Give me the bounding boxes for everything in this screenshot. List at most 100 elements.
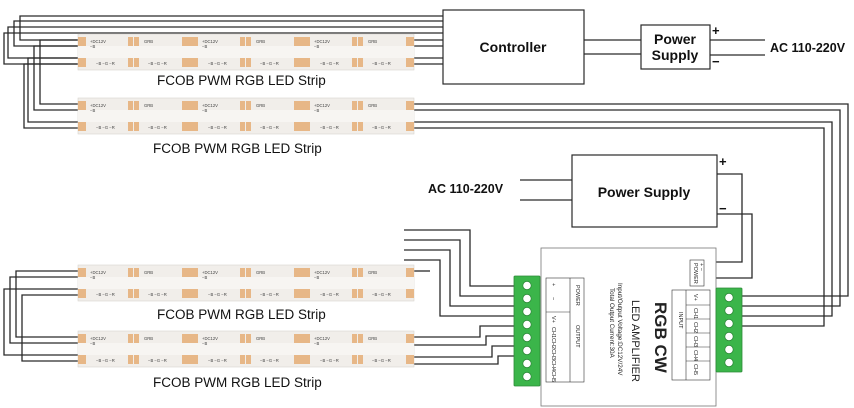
cut-pad bbox=[128, 334, 133, 343]
wire-s3-s4-a bbox=[15, 270, 78, 338]
strip-print-rgb: GRB bbox=[368, 103, 377, 108]
strip-print-gnd: −B bbox=[314, 44, 319, 49]
cut-pad bbox=[134, 37, 139, 46]
solder-pad bbox=[302, 58, 310, 67]
cut-pad bbox=[246, 334, 251, 343]
cut-pad bbox=[128, 122, 133, 131]
cut-pad bbox=[352, 37, 357, 46]
power-supply-mid: Power Supply + − bbox=[571, 154, 727, 228]
strip-print-pads: −B −G −R bbox=[96, 125, 115, 130]
strip-print-voltage: +DC12V bbox=[314, 270, 330, 275]
cut-pad bbox=[246, 268, 251, 277]
wire-s3-s4-b bbox=[9, 276, 78, 344]
solder-pad bbox=[406, 334, 414, 343]
solder-pad bbox=[182, 122, 190, 131]
amplifier-output-channel: CH4 bbox=[550, 360, 556, 371]
amplifier-input-channel: CH2 bbox=[692, 322, 698, 333]
cut-pad bbox=[128, 37, 133, 46]
amplifier-input-channel: V+ bbox=[692, 294, 698, 301]
screw-terminal bbox=[522, 319, 532, 330]
solder-pad bbox=[406, 355, 414, 364]
screw-terminal bbox=[522, 280, 532, 291]
amplifier-subtitle: LED AMPLIFIER bbox=[629, 300, 641, 382]
strip-print-gnd: −B bbox=[314, 275, 319, 280]
amplifier-power-table-symbol: − bbox=[550, 297, 556, 300]
solder-pad bbox=[182, 37, 190, 46]
screw-terminal bbox=[724, 305, 734, 316]
solder-pad bbox=[78, 268, 86, 277]
cut-pad bbox=[358, 334, 363, 343]
wire-s2-amp-3 bbox=[414, 121, 833, 317]
solder-pad bbox=[78, 289, 86, 298]
strip-print-pads: −B −G −R bbox=[208, 61, 227, 66]
strip-print-gnd: −B bbox=[202, 341, 207, 346]
strip-print-pads: −B −G −R bbox=[96, 61, 115, 66]
solder-pad bbox=[182, 58, 190, 67]
solder-pad bbox=[182, 268, 190, 277]
cut-pad bbox=[358, 122, 363, 131]
strip-print-rgb: GRB bbox=[144, 270, 153, 275]
solder-pad bbox=[182, 101, 190, 110]
screw-terminal bbox=[724, 344, 734, 355]
solder-pad bbox=[406, 289, 414, 298]
cut-pad bbox=[358, 58, 363, 67]
strip-print-pads: −B −G −R bbox=[148, 61, 167, 66]
strip-print-rgb: GRB bbox=[256, 270, 265, 275]
solder-pad bbox=[302, 101, 310, 110]
power-supply-top-plus: + bbox=[712, 23, 720, 38]
strip-print-pads: −B −G −R bbox=[148, 125, 167, 130]
strip-print-pads: −B −G −R bbox=[372, 61, 391, 66]
solder-pad bbox=[294, 37, 302, 46]
solder-pad bbox=[406, 122, 414, 131]
strip-label-1: FCOB PWM RGB LED Strip bbox=[157, 73, 326, 88]
solder-pad bbox=[190, 268, 198, 277]
strip-print-rgb: GRB bbox=[256, 336, 265, 341]
screw-terminal bbox=[522, 345, 532, 356]
solder-pad bbox=[406, 101, 414, 110]
amplifier-output-terminal bbox=[513, 275, 541, 387]
solder-pad bbox=[406, 268, 414, 277]
strip-print-gnd: −B bbox=[202, 275, 207, 280]
solder-pad bbox=[294, 58, 302, 67]
solder-pad bbox=[302, 289, 310, 298]
amplifier-input-channel: CH1 bbox=[692, 308, 698, 319]
amplifier-output-channel: CH2 bbox=[550, 338, 556, 349]
rgb-amplifier: RGB CW LED AMPLIFIER Input/Output Voltag… bbox=[513, 247, 743, 407]
amplifier-title: RGB CW bbox=[651, 302, 670, 374]
cut-pad bbox=[134, 334, 139, 343]
strip-print-voltage: +DC12V bbox=[90, 270, 106, 275]
strip-print-gnd: −B bbox=[314, 341, 319, 346]
strip-print-pads: −B −G −R bbox=[208, 358, 227, 363]
wire-amp-s4-1 bbox=[414, 325, 516, 338]
strip-print-voltage: +DC12V bbox=[314, 103, 330, 108]
cut-pad bbox=[240, 268, 245, 277]
amplifier-input-channel: CH4 bbox=[692, 350, 698, 361]
wire-s3-s4-d bbox=[21, 294, 78, 362]
wire-s1-s2-d bbox=[23, 63, 78, 129]
strip-print-pads: −B −G −R bbox=[320, 61, 339, 66]
solder-pad bbox=[78, 334, 86, 343]
strip-print-pads: −B −G −R bbox=[148, 358, 167, 363]
cut-pad bbox=[240, 37, 245, 46]
cut-pad bbox=[352, 101, 357, 110]
wire-amp-s4-2 bbox=[414, 335, 516, 346]
power-supply-mid-plus: + bbox=[719, 154, 727, 169]
solder-pad bbox=[406, 58, 414, 67]
wire-amp-out-3 bbox=[404, 249, 516, 307]
solder-pad bbox=[190, 122, 198, 131]
strip-print-voltage: +DC12V bbox=[314, 336, 330, 341]
cut-pad bbox=[358, 37, 363, 46]
wire-s2-amp-1 bbox=[414, 103, 849, 297]
solder-pad bbox=[190, 334, 198, 343]
amplifier-output-channel: V+ bbox=[550, 316, 556, 323]
strip-print-voltage: +DC12V bbox=[314, 39, 330, 44]
cut-pad bbox=[240, 289, 245, 298]
screw-terminal bbox=[522, 332, 532, 343]
cut-pad bbox=[352, 289, 357, 298]
